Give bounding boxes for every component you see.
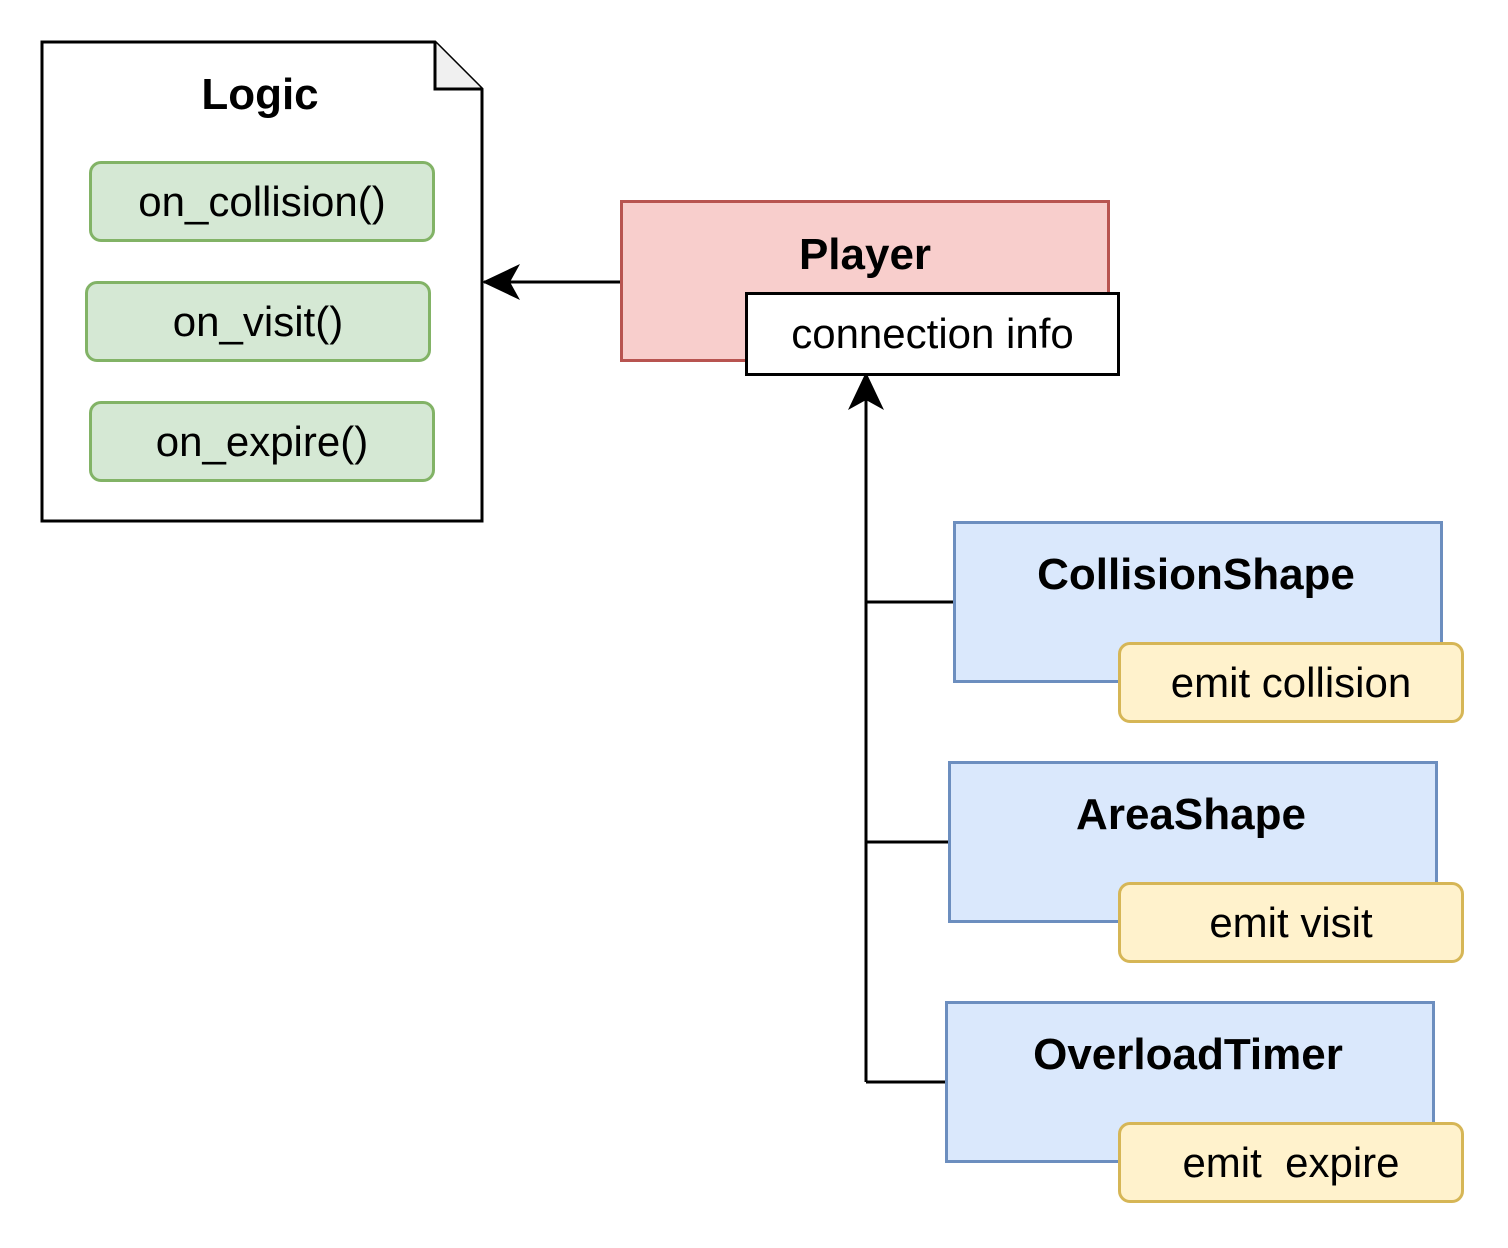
player-title: Player — [798, 230, 932, 279]
areashape-title: AreaShape — [1076, 790, 1306, 839]
method-on-collision: on_collision() — [89, 161, 435, 242]
emit-expire-box: emit expire — [1118, 1122, 1464, 1203]
method-on-expire: on_expire() — [89, 401, 435, 482]
collisionshape-title: CollisionShape — [1037, 550, 1355, 599]
logic-title: Logic — [201, 70, 319, 119]
emit-collision-box: emit collision — [1118, 642, 1464, 723]
connection-info-box: connection info — [745, 292, 1120, 376]
overloadtimer-title: OverloadTimer — [1033, 1030, 1343, 1079]
method-on-visit: on_visit() — [85, 281, 431, 362]
emit-visit-box: emit visit — [1118, 882, 1464, 963]
